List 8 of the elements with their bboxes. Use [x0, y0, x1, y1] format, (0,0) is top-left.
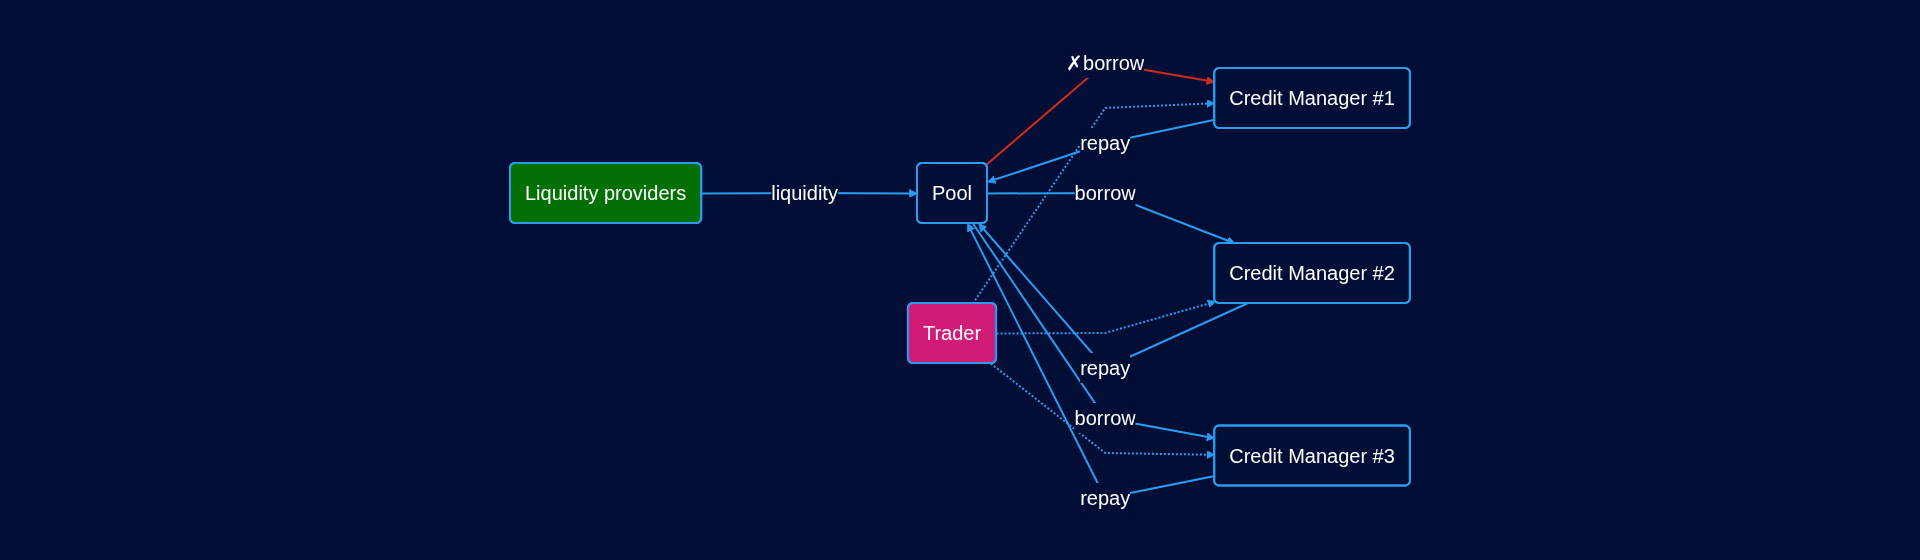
edge-label: ✗borrow	[1066, 51, 1145, 74]
edge-label: repay	[1080, 131, 1131, 154]
edge-label: repay	[1080, 356, 1131, 379]
edge-label: borrow	[1074, 406, 1136, 429]
edge-label: repay	[1080, 486, 1131, 509]
arrow	[972, 222, 1216, 441]
edge-label: borrow	[1074, 181, 1136, 204]
edge-label: liquidity	[771, 181, 838, 204]
